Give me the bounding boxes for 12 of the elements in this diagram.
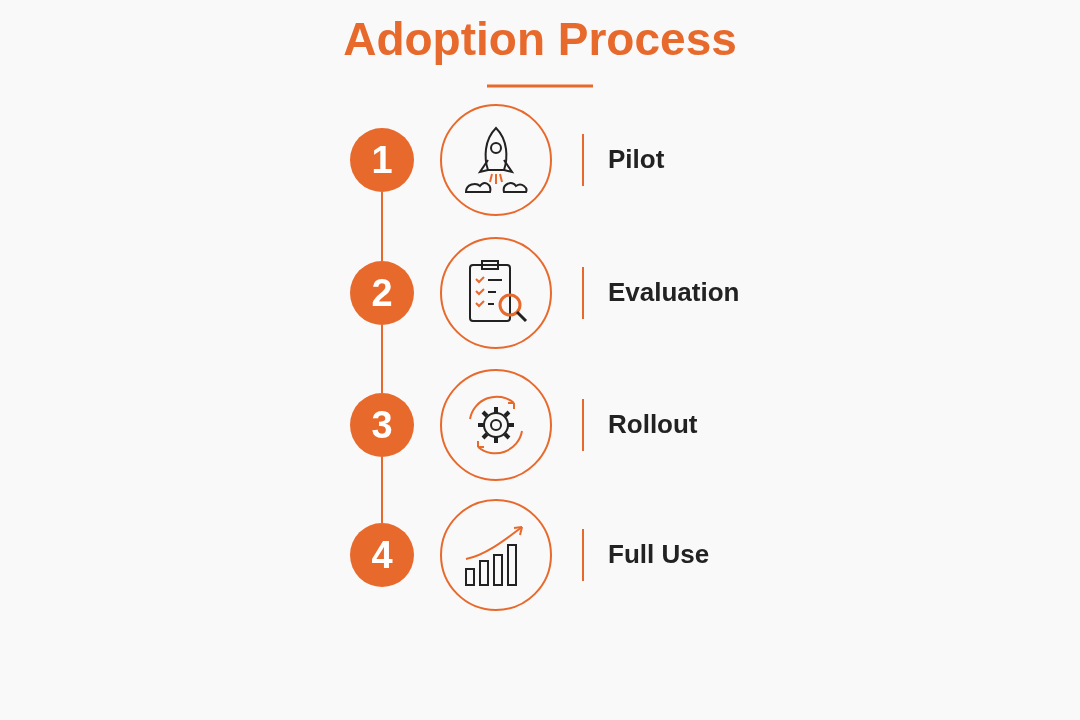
connector-line xyxy=(381,456,383,524)
step-label: Full Use xyxy=(608,539,710,570)
step-label: Rollout xyxy=(608,409,698,440)
connector-line xyxy=(381,324,383,394)
title: Adoption Process xyxy=(342,12,738,66)
step-label: Pilot xyxy=(608,144,665,175)
step-number-circle: 4 xyxy=(350,523,414,587)
step-number-circle: 3 xyxy=(350,393,414,457)
connector-line xyxy=(381,191,383,262)
step-number-circle: 1 xyxy=(350,128,414,192)
step-number-circle: 2 xyxy=(350,261,414,325)
step-label: Evaluation xyxy=(608,277,740,308)
